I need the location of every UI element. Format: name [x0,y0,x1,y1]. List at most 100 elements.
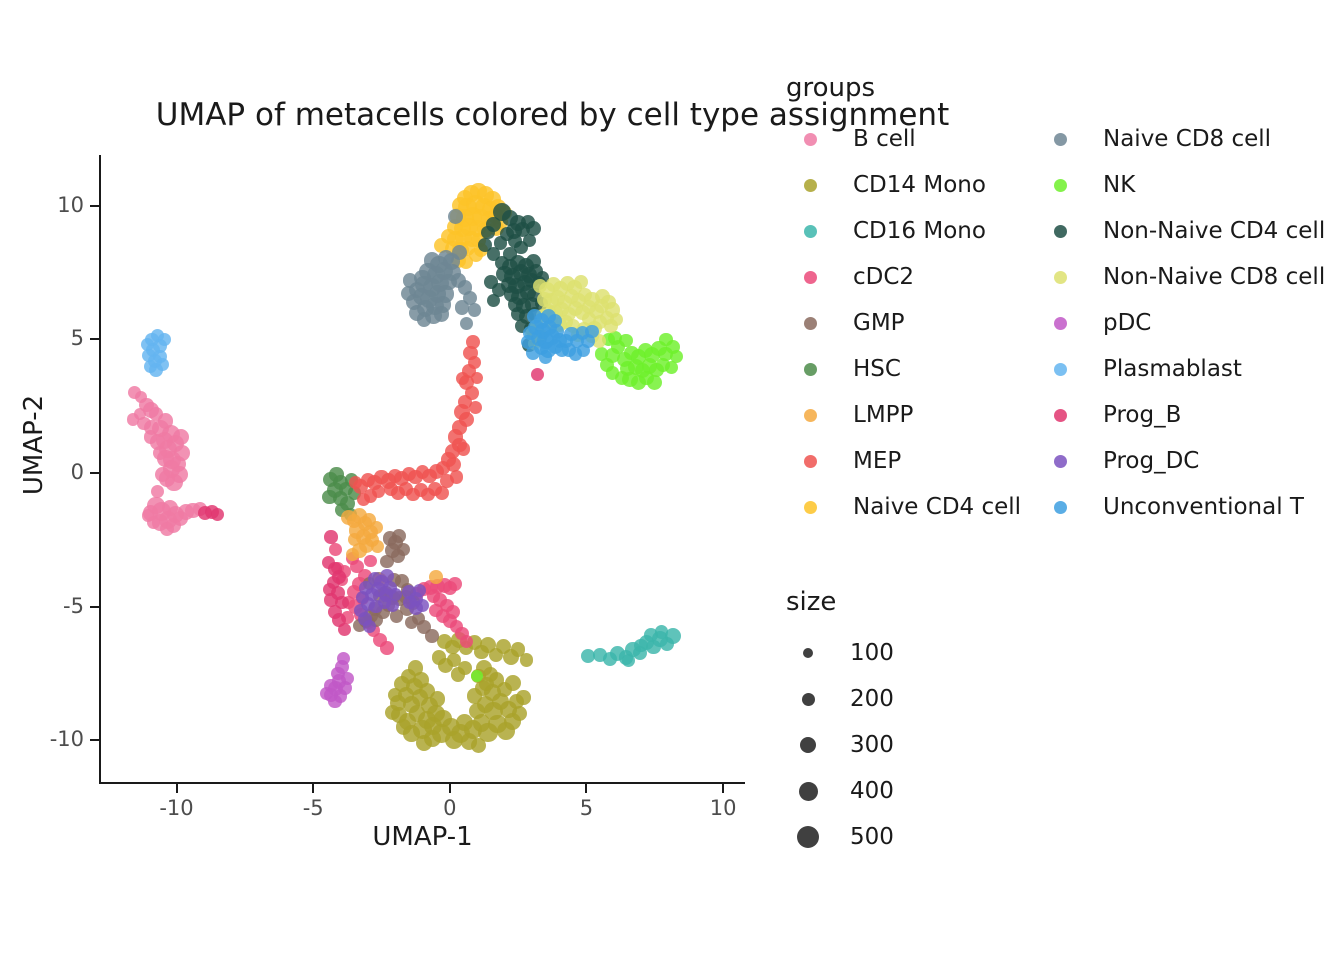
scatter-point [516,690,531,705]
legend-swatch-icon [1054,178,1067,192]
x-axis-line [99,782,745,784]
x-tick-label: 5 [579,796,594,820]
x-axis-label: UMAP-1 [372,822,473,852]
size-legend-item-400[interactable]: 400 [786,768,1086,814]
scatter-point [486,293,501,308]
legend-item-cd16-mono[interactable]: CD16 Mono [786,208,1036,254]
legend-item-gmp[interactable]: GMP [786,300,1036,346]
legend-swatch-icon [804,224,817,238]
scatter-point [434,486,449,501]
size-swatch-wrap [786,737,830,753]
y-tick-label: -5 [63,593,84,618]
scatter-point [403,273,418,288]
size-legend-item-100[interactable]: 100 [786,630,1086,676]
scatter-point [405,616,419,630]
legend-swatch-icon [1054,132,1067,146]
legend-item-prog-dc[interactable]: Prog_DC [1036,438,1331,484]
y-axis-line [99,155,101,784]
scatter-point [320,687,334,700]
scatter-point [425,629,439,643]
scatter-point [530,367,544,381]
scatter-point [444,731,463,750]
scatter-point [150,485,164,499]
size-legend-label: 100 [850,639,894,666]
y-tick-mark [90,338,99,341]
legend-swatch-icon [1054,500,1067,514]
legend-item-label: NK [1103,171,1136,198]
legend-swatch-icon [804,316,817,330]
scatter-point [362,620,376,634]
size-legend-title: size [786,587,837,617]
legend-swatch-icon [1054,454,1067,468]
size-legend-label: 200 [850,685,894,712]
legend-item-b-cell[interactable]: B cell [786,116,1036,162]
legend-item-naive-cd8-cell[interactable]: Naive CD8 cell [1036,116,1331,162]
legend-item-nk[interactable]: NK [1036,162,1331,208]
legend-swatch-icon [804,132,817,146]
legend-item-plasmablast[interactable]: Plasmablast [1036,346,1331,392]
scatter-point [664,360,678,374]
legend-item-cdc2[interactable]: cDC2 [786,254,1036,300]
scatter-point [538,349,553,364]
legend-item-cd14-mono[interactable]: CD14 Mono [786,162,1036,208]
legend-swatch-icon [804,454,817,468]
legend-item-pdc[interactable]: pDC [1036,300,1331,346]
x-tick-label: 0 [443,796,457,820]
legend-item-prog-b[interactable]: Prog_B [1036,392,1331,438]
x-tick-mark [312,784,315,793]
size-legend-item-200[interactable]: 200 [786,676,1086,722]
scatter-point [504,674,521,691]
y-tick-label: -10 [49,727,84,752]
x-tick-label: -5 [302,796,324,820]
scatter-point [380,554,394,568]
scatter-point [594,347,609,361]
scatter-point [172,428,189,445]
scatter-point [433,306,450,322]
scatter-point [658,332,673,347]
scatter-point [446,457,462,473]
size-legend-item-500[interactable]: 500 [786,814,1086,860]
size-swatch-icon [798,781,818,801]
legend-item-label: Prog_DC [1103,447,1200,474]
scatter-point [459,316,473,330]
legend-item-label: Naive CD4 cell [853,493,1022,520]
legend-item-label: Non-Naive CD4 cell [1103,217,1326,244]
legend-item-naive-cd4-cell[interactable]: Naive CD4 cell [786,484,1036,530]
scatter-point [429,570,443,585]
legend-swatch-icon [1054,362,1067,376]
scatter-point [210,507,225,522]
y-tick-label: 5 [70,326,84,351]
x-tick-label: -10 [159,796,194,820]
scatter-point [384,704,400,720]
x-tick-mark [175,784,178,793]
scatter-point [347,533,361,547]
legend-item-unconventional-t[interactable]: Unconventional T [1036,484,1331,530]
size-swatch-icon [803,648,813,658]
legend-item-label: CD14 Mono [853,171,986,198]
scatter-point [416,598,429,612]
scatter-point [395,719,412,735]
size-legend-item-300[interactable]: 300 [786,722,1086,768]
scatter-layer [100,155,745,783]
scatter-point [450,667,466,683]
scatter-point [574,274,589,289]
legend-item-non-naive-cd4-cell[interactable]: Non-Naive CD4 cell [1036,208,1331,254]
legend-item-label: B cell [853,125,916,152]
scatter-point [526,345,541,360]
scatter-point [328,542,342,556]
y-tick-mark [90,605,99,608]
scatter-point [429,603,443,618]
scatter-point [416,312,432,327]
scatter-point [170,465,188,483]
legend-item-hsc[interactable]: HSC [786,346,1036,392]
legend-item-mep[interactable]: MEP [786,438,1036,484]
legend-item-lmpp[interactable]: LMPP [786,392,1036,438]
groups-legend-title: groups [786,73,876,103]
legend-item-label: GMP [853,309,905,336]
legend-item-non-naive-cd8-cell[interactable]: Non-Naive CD8 cell [1036,254,1331,300]
size-swatch-icon [797,826,819,848]
scatter-point [456,442,471,456]
